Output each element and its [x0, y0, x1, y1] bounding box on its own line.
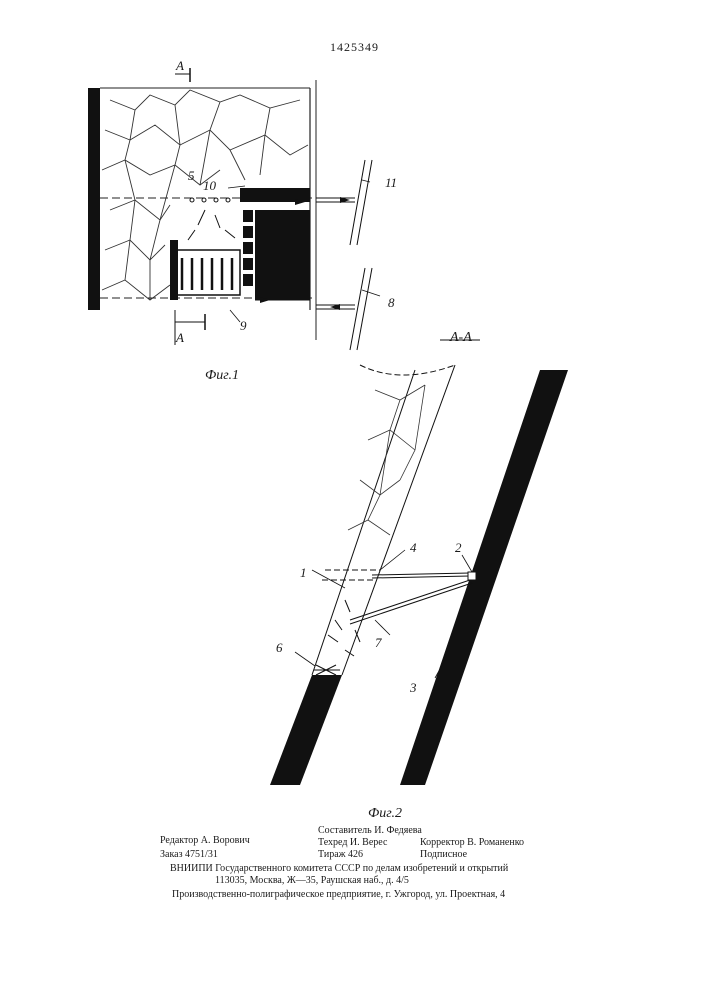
fig2-section-title: A-A: [450, 330, 472, 346]
footer-compiler: Составитель И. Федяева: [318, 825, 422, 837]
callout-7: 7: [375, 635, 382, 651]
patent-number: 1425349: [330, 40, 379, 55]
fig1-marker-a-bottom: A: [176, 330, 184, 346]
footer-techred: Техред И. Верес: [318, 837, 387, 849]
footer-vniipi: ВНИИПИ Государственного комитета СССР по…: [170, 863, 508, 875]
callout-2: 2: [455, 540, 462, 556]
callout-9: 9: [240, 318, 247, 334]
figure-1-drawing: [80, 60, 420, 360]
fig1-caption: Фиг.1: [205, 368, 239, 384]
fig1-marker-a-top: A: [176, 58, 184, 74]
callout-10: 10: [203, 178, 216, 194]
footer-order: Заказ 4751/31: [160, 849, 218, 861]
callout-11: 11: [385, 175, 397, 191]
callout-5: 5: [188, 168, 195, 184]
callout-3: 3: [410, 680, 417, 696]
footer-corrector: Корректор В. Романенко: [420, 837, 524, 849]
callout-1: 1: [300, 565, 307, 581]
callout-6: 6: [276, 640, 283, 656]
callout-8: 8: [388, 295, 395, 311]
footer-circulation: Тираж 426: [318, 849, 363, 861]
footer-address: 113035, Москва, Ж—35, Раушская наб., д. …: [215, 875, 409, 887]
footer-editor: Редактор А. Ворович: [160, 835, 250, 847]
footer-printer: Производственно-полиграфическое предприя…: [172, 889, 505, 901]
callout-4: 4: [410, 540, 417, 556]
footer-subscription: Подписное: [420, 849, 467, 861]
fig2-caption: Фиг.2: [368, 806, 402, 822]
